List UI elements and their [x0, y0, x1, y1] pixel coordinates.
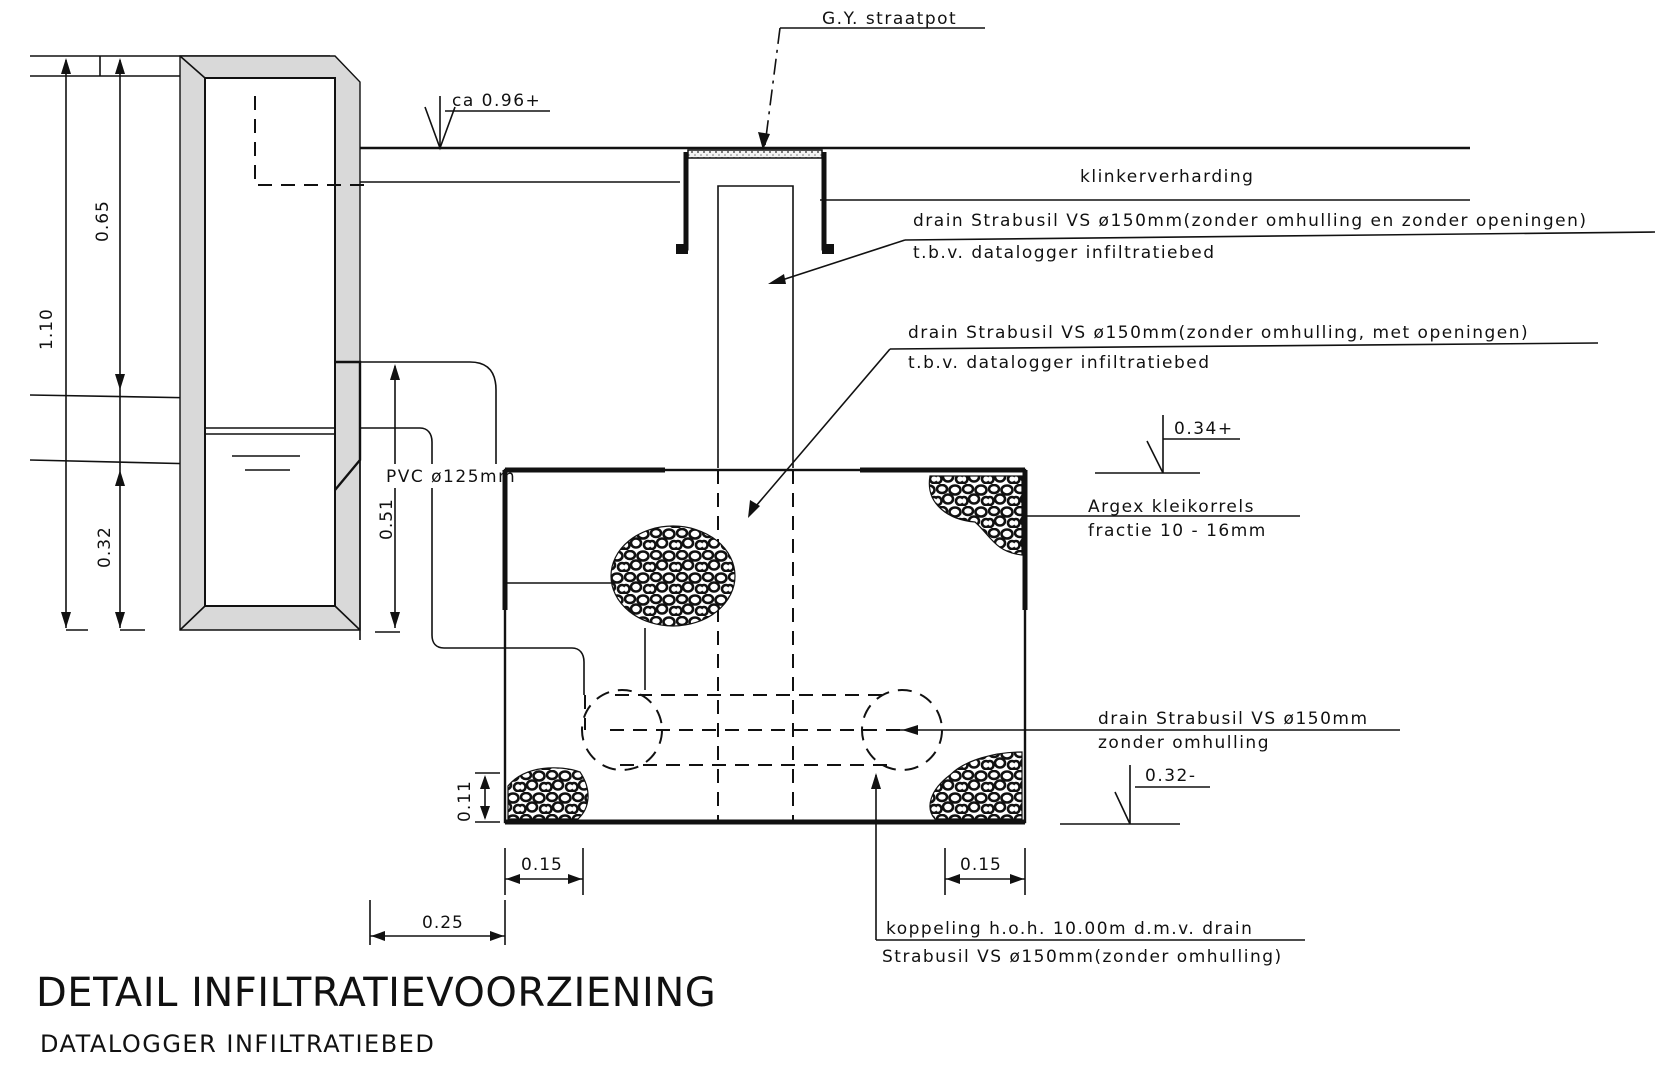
level-bed-top-label: 0.34+ — [1174, 419, 1234, 439]
dim-065: 0.65 — [93, 200, 113, 242]
dim-015-left: 0.15 — [521, 855, 563, 875]
dim-032: 0.32 — [95, 526, 115, 568]
gravel-top-right — [928, 475, 1023, 556]
gravel-center — [610, 525, 736, 627]
pavement: ca 0.96+ klinkerverharding — [360, 91, 1470, 201]
pvc-pipe: 0.51 PVC ø125mm — [359, 361, 585, 695]
drain-open-label-line2: t.b.v. datalogger infiltratiebed — [908, 353, 1211, 373]
level-bed-bottom-label: 0.32- — [1145, 766, 1197, 786]
streetpot-label: G.Y. straatpot — [822, 9, 957, 29]
dim-110: 1.10 — [37, 308, 57, 350]
pvc-label: PVC ø125mm — [386, 467, 516, 487]
drain-open-label-line1: drain Strabusil VS ø150mm(zonder omhulli… — [908, 323, 1529, 343]
bottom-dimensions: 0.11 0.15 0.15 0.25 koppeling h.o.h. 10.… — [369, 772, 1305, 967]
drain-closed-label-line1: drain Strabusil VS ø150mm(zonder omhulli… — [913, 211, 1588, 231]
drawing-subtitle: DATALOGGER INFILTRATIEBED — [40, 1030, 435, 1058]
argex-label-line1: Argex kleikorrels — [1088, 497, 1255, 517]
drain-bottom-label-line2: zonder omhulling — [1098, 733, 1270, 753]
gravel-bottom-left — [507, 767, 589, 820]
dim-025: 0.25 — [422, 913, 464, 933]
drain-closed-label-line2: t.b.v. datalogger infiltratiebed — [913, 243, 1216, 263]
street-pot: G.Y. straatpot — [676, 9, 985, 254]
argex-label-line2: fractie 10 - 16mm — [1088, 521, 1267, 541]
drawing-title: DETAIL INFILTRATIEVOORZIENING — [36, 970, 716, 1016]
paving-label: klinkerverharding — [1080, 167, 1254, 187]
dim-015-right: 0.15 — [960, 855, 1002, 875]
coupling-label-line1: koppeling h.o.h. 10.00m d.m.v. drain — [886, 919, 1253, 939]
dim-051: 0.51 — [377, 498, 397, 540]
dim-011: 0.11 — [455, 780, 475, 822]
infiltration-bed: drain Strabusil VS ø150mm(zonder omhulli… — [502, 323, 1599, 825]
coupling-label-line2: Strabusil VS ø150mm(zonder omhulling) — [882, 947, 1283, 967]
left-dimensions: 1.10 0.65 0.32 — [29, 55, 330, 631]
drain-bottom-label-line1: drain Strabusil VS ø150mm — [1098, 709, 1369, 729]
well-chamber — [179, 55, 365, 631]
gravel-bottom-right — [929, 751, 1023, 820]
vertical-drain: drain Strabusil VS ø150mm(zonder omhulli… — [717, 185, 1656, 822]
level-top-label: ca 0.96+ — [452, 91, 541, 111]
